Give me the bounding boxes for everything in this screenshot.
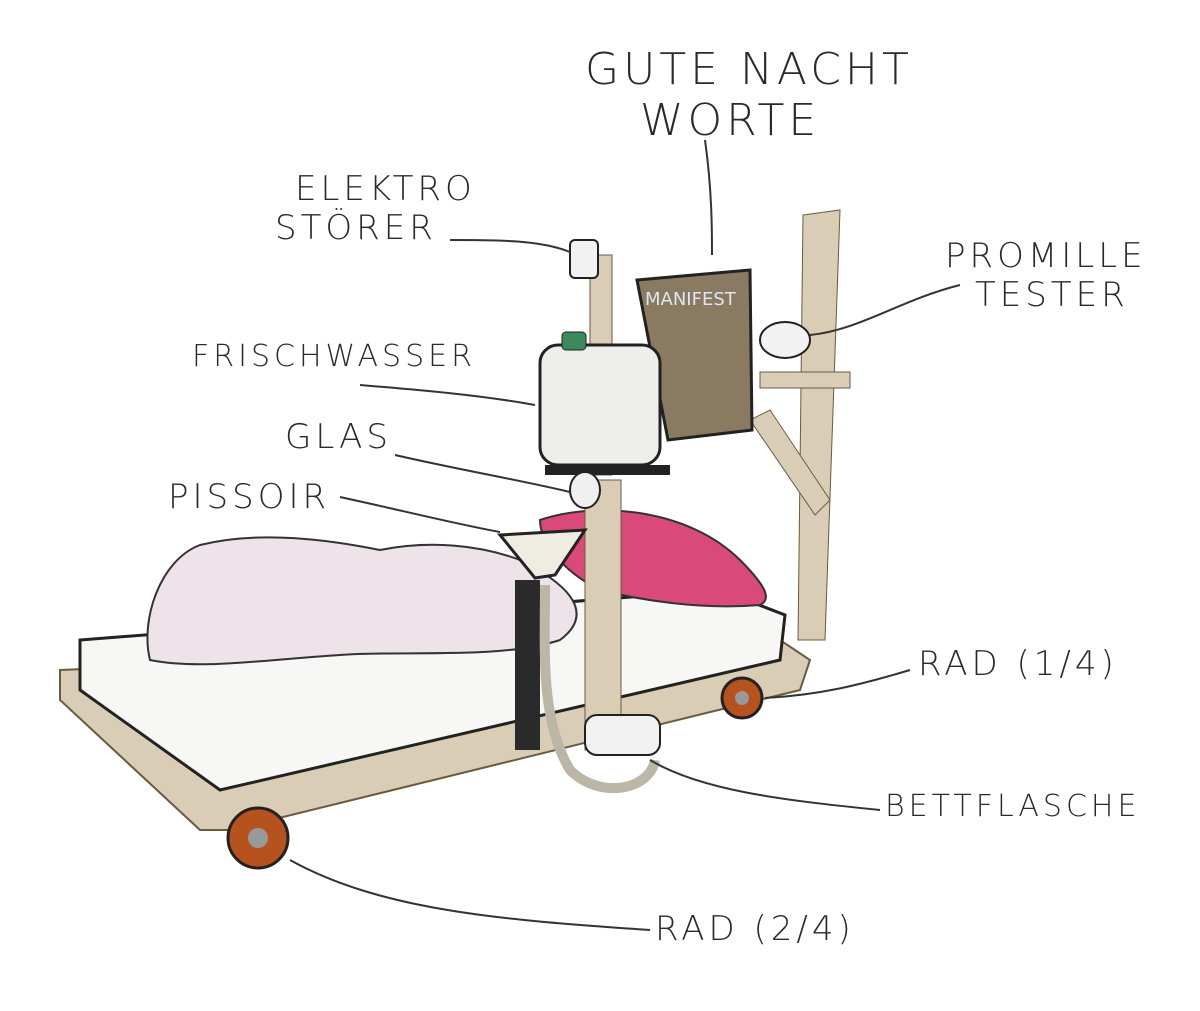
label-line: STÖRER — [275, 208, 437, 249]
label-pissoir: PISSOIR — [168, 477, 331, 517]
water-canister — [538, 343, 662, 467]
board-title: MANIFEST — [645, 289, 737, 310]
elektro-device — [569, 239, 599, 279]
glass — [569, 471, 601, 509]
label-line: TESTER — [975, 275, 1129, 316]
label-line: WORTE — [640, 94, 821, 146]
funnel-bracket — [515, 580, 540, 750]
shelf — [545, 465, 670, 475]
right-post — [797, 209, 841, 641]
label-frischwasser: FRISCHWASSER — [192, 339, 476, 374]
label-line: PROMILLE — [945, 236, 1147, 276]
crossbar — [759, 371, 851, 389]
canister-cap — [561, 331, 587, 351]
leader-lines — [289, 139, 961, 931]
label-rad-1: RAD (1/4) — [918, 644, 1118, 684]
label-line: ELEKTRO — [295, 169, 476, 209]
label-rad-2: RAD (2/4) — [655, 909, 855, 949]
label-line: GUTE NACHT — [585, 44, 913, 95]
label-glas: GLAS — [285, 417, 392, 457]
label-gute-nacht: GUTE NACHT WORTE — [585, 44, 913, 146]
label-bettflasche: BETTFLASCHE — [885, 789, 1141, 824]
front-post — [584, 479, 622, 751]
duvet — [146, 536, 578, 666]
funnel — [496, 528, 588, 580]
hose — [539, 584, 660, 794]
promille-device — [759, 321, 811, 359]
bed-bottle — [584, 714, 661, 756]
label-promille-tester: PROMILLE TESTER — [945, 236, 1147, 316]
label-elektro-stoerer: ELEKTRO STÖRER — [275, 169, 476, 248]
brace — [749, 409, 831, 516]
pillow — [538, 509, 767, 608]
